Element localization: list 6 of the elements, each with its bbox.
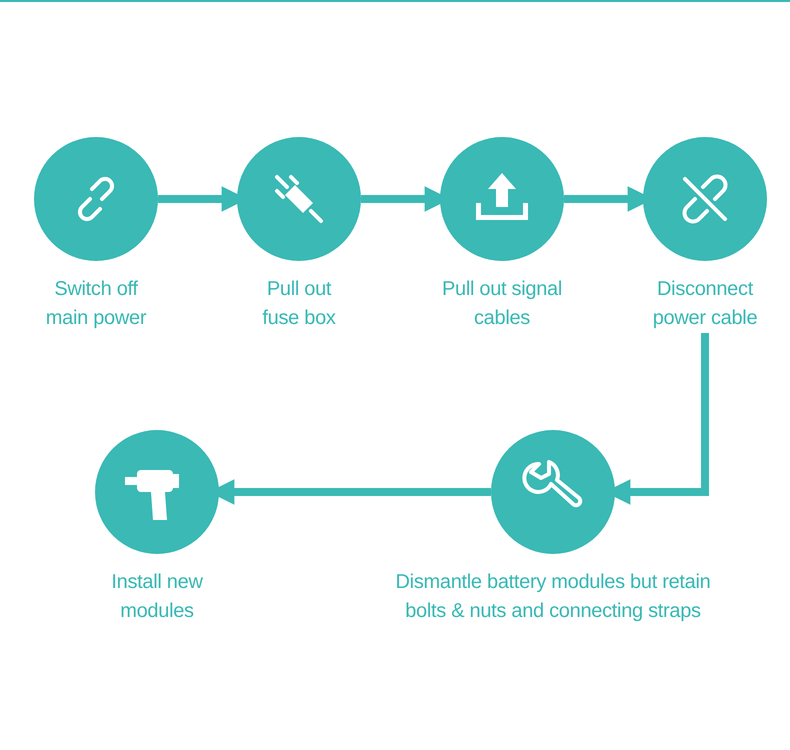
step-label: Switch off main power — [44, 277, 148, 331]
step-label: Disconnect power cable — [652, 277, 758, 331]
step-label: Dismantle battery modules but retain bolts & nuts and connecting straps — [394, 570, 712, 624]
step-label: Pull out fuse box — [261, 277, 337, 331]
step-label: Install new modules — [110, 570, 204, 624]
step-label: Pull out signal cables — [440, 277, 564, 331]
